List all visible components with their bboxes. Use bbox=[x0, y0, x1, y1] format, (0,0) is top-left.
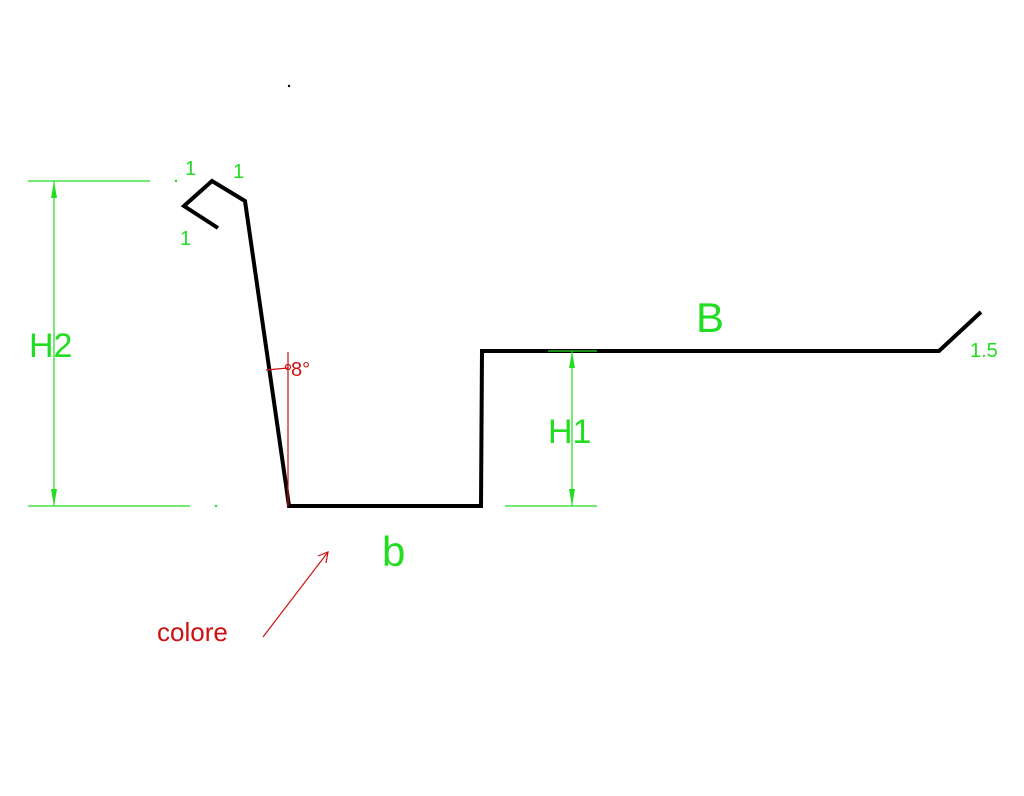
b-label: b bbox=[382, 528, 405, 575]
color-arrow-line bbox=[262, 551, 329, 638]
h1-arrow-top bbox=[569, 351, 575, 368]
hook-label-top-right: 1 bbox=[233, 161, 244, 183]
color-arrow-head bbox=[317, 551, 329, 564]
h1-arrow-bottom bbox=[569, 489, 575, 506]
color-note-label: colore bbox=[157, 617, 228, 647]
h2-arrow-top bbox=[51, 181, 57, 198]
stray-dot bbox=[287, 84, 291, 88]
dimension-h1: H1 bbox=[505, 350, 597, 507]
angle-label: 8° bbox=[291, 359, 310, 381]
angle-arc-mark bbox=[265, 367, 289, 371]
B-label: B bbox=[696, 294, 724, 341]
h2-label: H2 bbox=[29, 327, 72, 365]
profile-line bbox=[180, 178, 983, 508]
hook-tick-dot bbox=[174, 179, 178, 183]
dimension-h2: H2 bbox=[28, 179, 218, 508]
h1-label: H1 bbox=[548, 413, 591, 451]
angle-pivot-dot bbox=[284, 363, 292, 371]
hook-label-top-left: 1 bbox=[185, 158, 196, 180]
angle-annotation: 8° bbox=[265, 352, 310, 506]
h2-arrow-bottom bbox=[51, 489, 57, 506]
color-side-note: colore bbox=[157, 551, 329, 647]
h2-tick-dot bbox=[214, 504, 218, 508]
hook-label-bottom: 1 bbox=[180, 228, 191, 250]
end-flange-label: 1.5 bbox=[970, 340, 998, 362]
